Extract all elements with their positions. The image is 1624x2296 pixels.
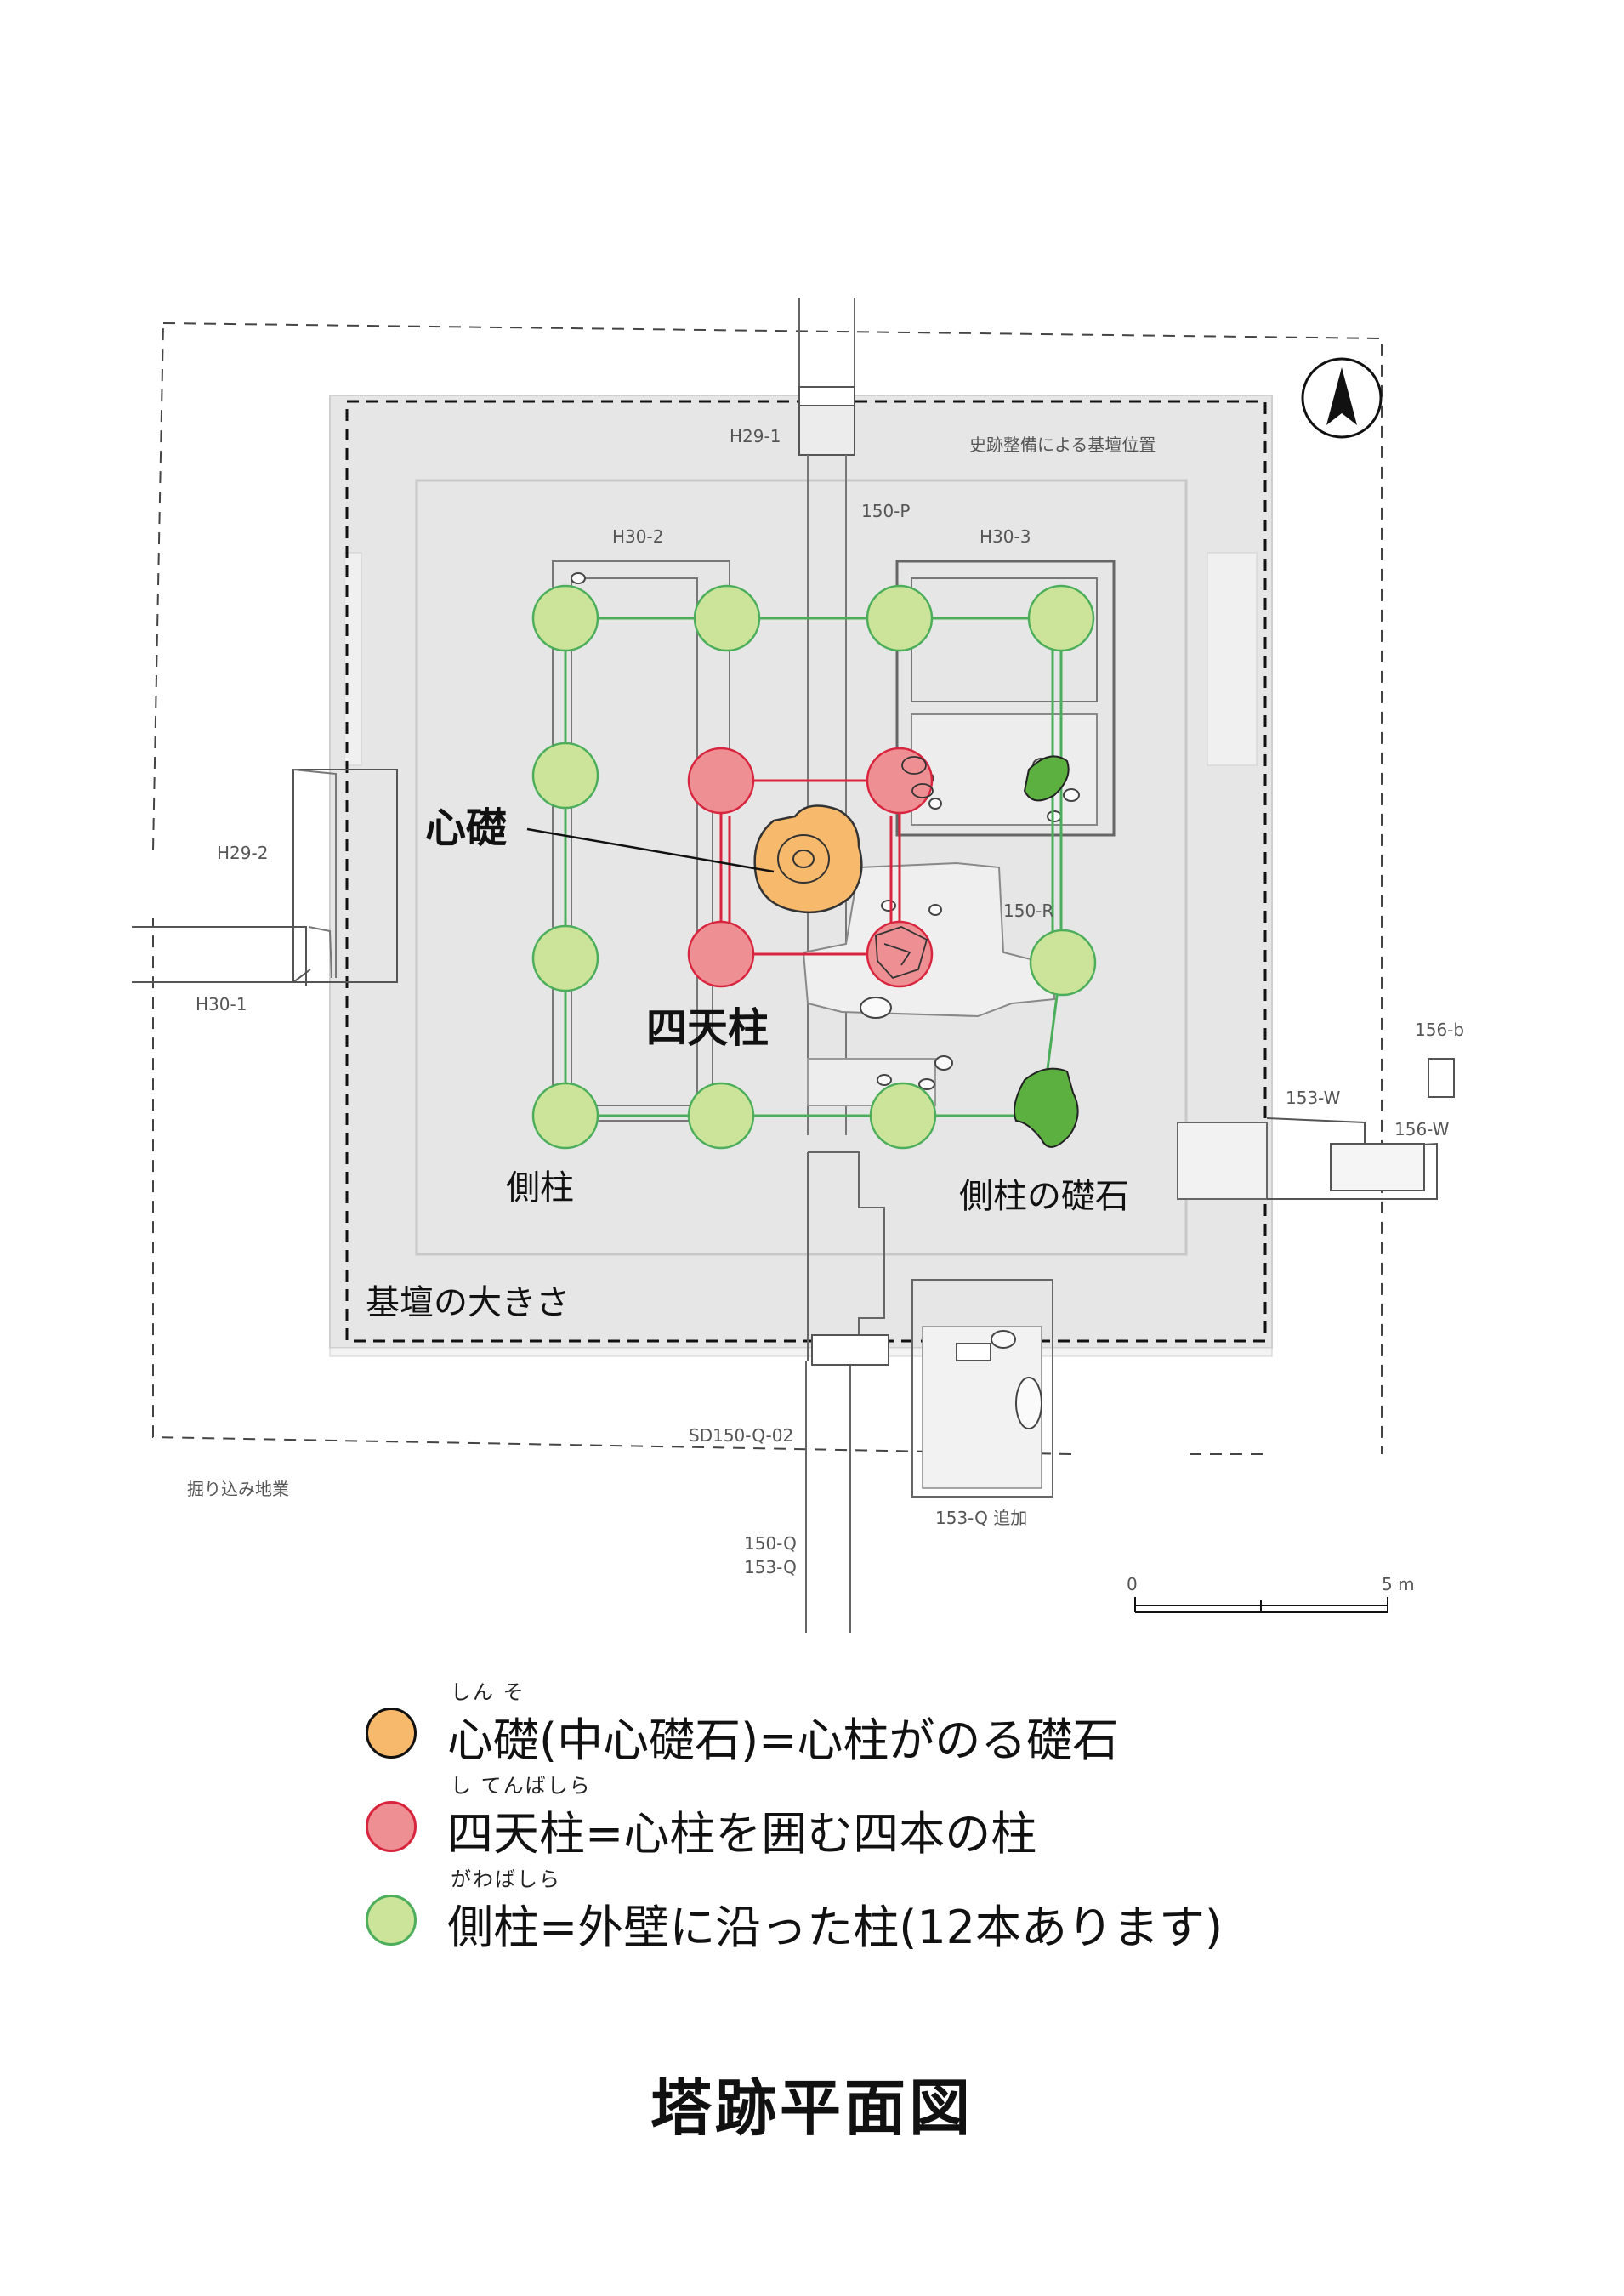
gawabashira-column bbox=[693, 584, 761, 652]
north-arrow-icon bbox=[1301, 357, 1383, 439]
label-shiseki: 史跡整備による基壇位置 bbox=[969, 435, 1156, 455]
legend-ruby: し てんばしら bbox=[451, 1774, 592, 1798]
label-h29-2: H29-2 bbox=[217, 843, 268, 863]
gawabashira-column bbox=[687, 1082, 755, 1150]
pagoda-site-plan: H29-1 史跡整備による基壇位置 150-P H30-2 H30-3 H29-… bbox=[132, 298, 1464, 1633]
gawabashira-column bbox=[531, 1082, 599, 1150]
orange-circle-icon bbox=[366, 1708, 417, 1759]
gawabashira-column bbox=[869, 1082, 937, 1150]
gawabashira-column bbox=[1029, 929, 1097, 997]
gawabashira-columns bbox=[531, 584, 1097, 1150]
label-150-p: 150-P bbox=[861, 501, 910, 521]
label-153-q-add: 153-Q 追加 bbox=[935, 1508, 1027, 1528]
label-156-w: 156-W bbox=[1394, 1119, 1450, 1139]
callout-sokuchu-soseki: 側柱の礎石 bbox=[959, 1177, 1129, 1216]
trench-153-q bbox=[911, 1279, 1053, 1498]
callout-shitenbashira: 四天柱 bbox=[646, 1004, 769, 1052]
label-150-q: 150-Q bbox=[744, 1533, 797, 1554]
label-h29-1: H29-1 bbox=[730, 426, 781, 446]
gawabashira-column bbox=[1027, 584, 1095, 652]
label-h30-3: H30-3 bbox=[980, 526, 1031, 547]
legend: しん そ 心礎(中心礎石)=心柱がのる礎石 し てんばしら 四天柱=心柱を囲む四… bbox=[366, 1675, 1386, 1956]
red-circle-icon bbox=[366, 1801, 417, 1852]
trench-h29-2 bbox=[292, 769, 398, 983]
label-150-r: 150-R bbox=[1003, 901, 1053, 921]
legend-item-shinso: しん そ 心礎(中心礎石)=心柱がのる礎石 bbox=[366, 1675, 1386, 1769]
shitenbashira-column bbox=[687, 920, 755, 988]
legend-text: 側柱=外壁に沿った柱(12本あります) bbox=[447, 1901, 1224, 1954]
sokuchu-soseki-stone bbox=[1014, 1067, 1079, 1148]
label-h30-1: H30-1 bbox=[196, 994, 247, 1014]
scale-zero: 0 bbox=[1127, 1574, 1138, 1594]
legend-ruby: がわばしら bbox=[451, 1867, 561, 1891]
trench-h30-3 bbox=[895, 560, 1116, 837]
scale-five: 5 m bbox=[1382, 1574, 1415, 1594]
gawabashira-column bbox=[866, 584, 934, 652]
legend-item-shitenbashira: し てんばしら 四天柱=心柱を囲む四本の柱 bbox=[366, 1769, 1386, 1862]
gawabashira-column bbox=[531, 924, 599, 992]
shitenbashira-column bbox=[866, 747, 934, 815]
label-153-q: 153-Q bbox=[744, 1557, 797, 1577]
callout-gawabashira: 側柱 bbox=[506, 1168, 574, 1208]
gawabashira-column bbox=[531, 742, 599, 810]
scale-bar bbox=[1134, 1597, 1388, 1613]
shinso-stone bbox=[753, 804, 863, 914]
legend-ruby: しん そ bbox=[451, 1680, 525, 1704]
label-156-b: 156-b bbox=[1415, 1020, 1464, 1040]
gawabashira-column bbox=[531, 584, 599, 652]
label-153-w: 153-W bbox=[1286, 1088, 1341, 1108]
legend-item-gawabashira: がわばしら 側柱=外壁に沿った柱(12本あります) bbox=[366, 1862, 1386, 1956]
shitenbashira-columns bbox=[687, 747, 934, 988]
label-horikomi: 掘り込み地業 bbox=[187, 1479, 289, 1499]
shitenbashira-column bbox=[687, 747, 755, 815]
legend-text: 四天柱=心柱を囲む四本の柱 bbox=[447, 1807, 1037, 1861]
page-title: 塔跡平面図 bbox=[650, 2072, 974, 2144]
label-h30-2: H30-2 bbox=[612, 526, 663, 547]
legend-text: 心礎(中心礎石)=心柱がのる礎石 bbox=[447, 1713, 1119, 1767]
callout-shinso: 心礎 bbox=[425, 804, 507, 852]
label-sd150: SD150-Q-02 bbox=[689, 1425, 793, 1446]
green-circle-icon bbox=[366, 1895, 417, 1946]
callout-kidan: 基壇の大きさ bbox=[366, 1283, 570, 1322]
